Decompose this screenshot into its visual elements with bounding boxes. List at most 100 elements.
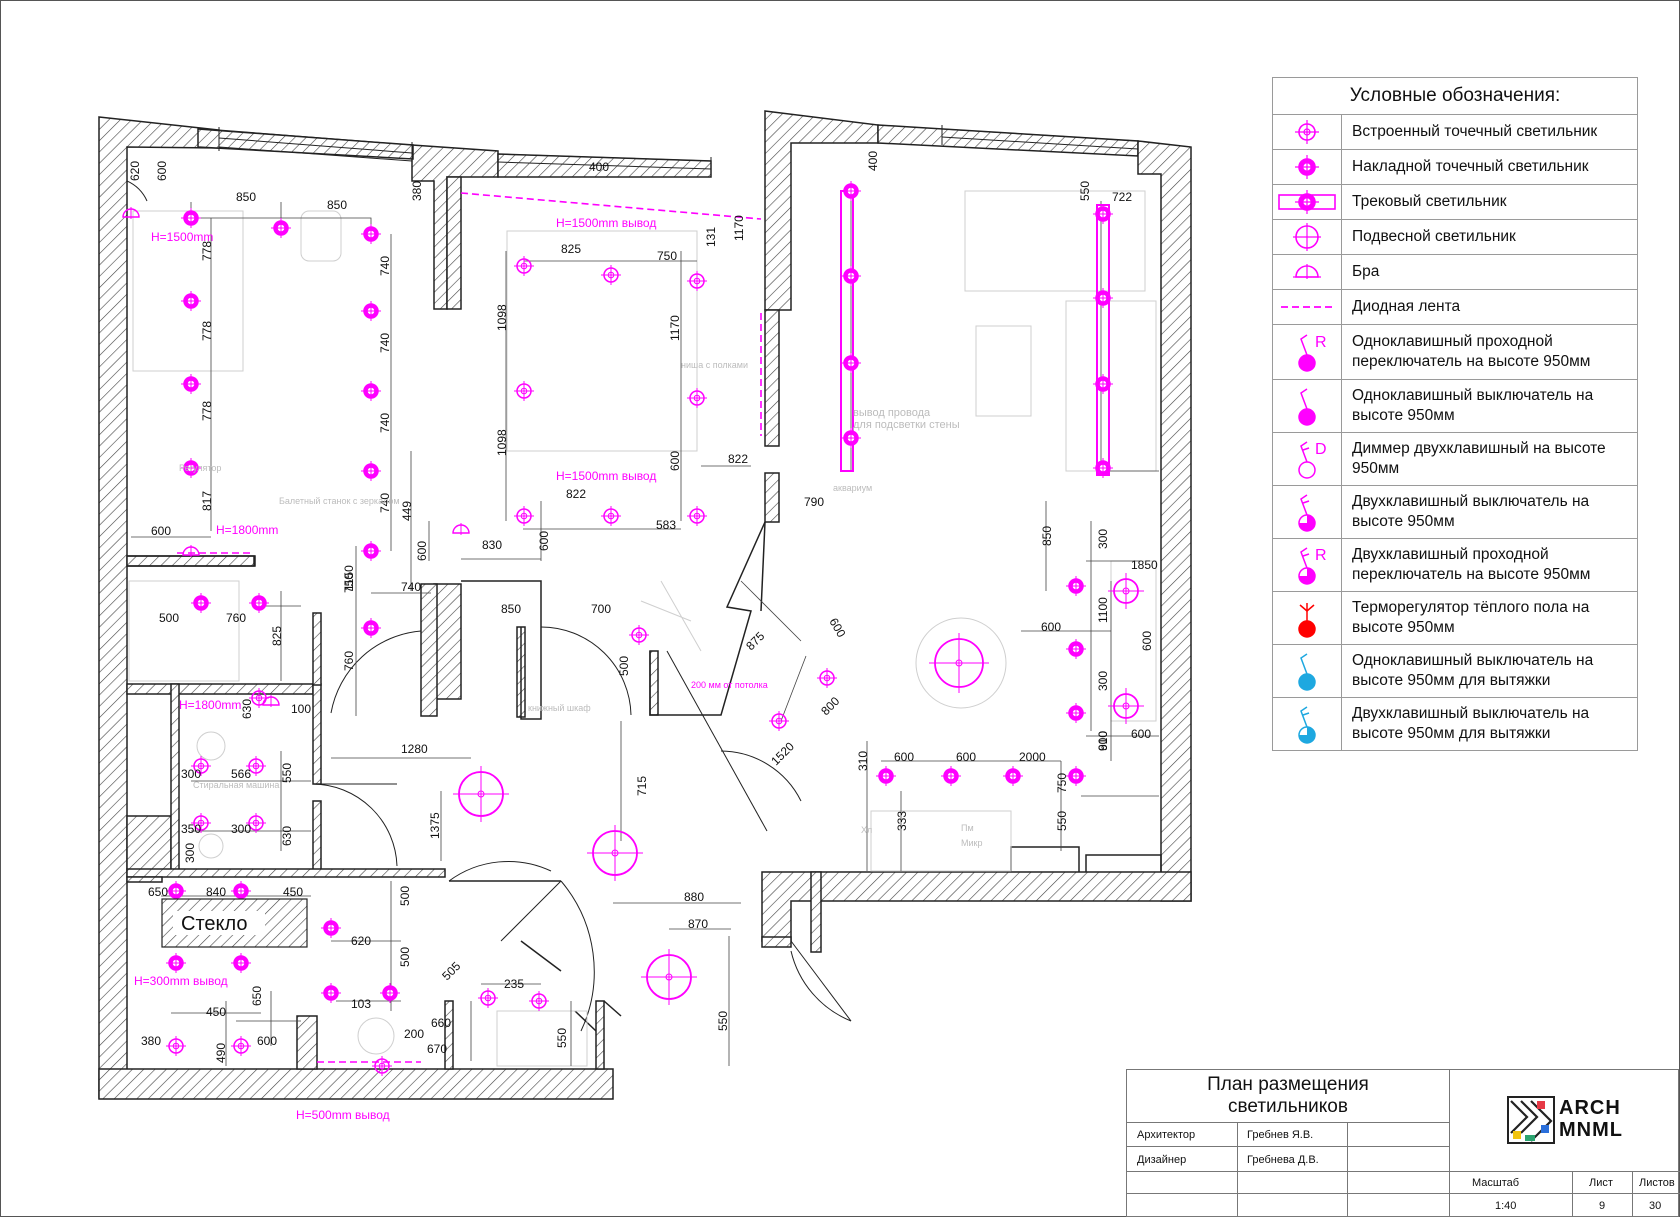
dimension-label: 300: [231, 822, 251, 836]
sheet-label: Лист: [1589, 1177, 1613, 1189]
pendant-light-icon: [641, 949, 697, 1005]
dimension-label: 1520: [768, 739, 797, 768]
wall-sconce-icon: [1273, 255, 1342, 289]
surface-spotlight-icon: [231, 881, 251, 901]
legend-label: Одноклавишный проходной переключатель на…: [1352, 333, 1591, 370]
legend: Условные обозначения: Встроенный точечны…: [1272, 77, 1638, 751]
surface-spotlight-icon: [361, 461, 381, 481]
grey-note: ниша с полками: [681, 360, 748, 370]
dimension-label: 1375: [428, 812, 442, 839]
dimension-label: 740: [378, 256, 392, 276]
dimension-label: 333: [895, 811, 909, 831]
designer-label: Дизайнер: [1137, 1154, 1187, 1166]
recessed-spotlight-icon: [687, 506, 707, 526]
scale-label: Масштаб: [1472, 1177, 1520, 1189]
dimension-label: 740: [378, 413, 392, 433]
dimension-label: 778: [200, 321, 214, 341]
single-switch-icon: [1273, 380, 1342, 432]
pendant-light-icon: [453, 766, 509, 822]
recessed-spotlight-icon: [231, 1036, 251, 1056]
surface-spotlight-icon: [166, 953, 186, 973]
architect-name: Гребнев Я.В.: [1247, 1129, 1314, 1141]
wall-sconce-icon: [452, 523, 470, 535]
legend-row: Встроенный точечный светильник: [1273, 115, 1637, 150]
recessed-spotlight-icon: [191, 813, 211, 833]
title-block: План размещения светильников Архитектор …: [1126, 1069, 1680, 1217]
legend-label: Подвесной светильник: [1352, 228, 1516, 245]
dimension-label: 566: [231, 767, 251, 781]
dimension-label: 760: [342, 651, 356, 671]
dimension-label: 700: [591, 602, 611, 616]
dimension-label: 550: [555, 1028, 569, 1048]
track-light-icon: [1273, 185, 1342, 219]
dimension-label: 450: [283, 885, 303, 899]
logo-line2: MNML: [1559, 1119, 1623, 1141]
surface-spotlight-icon: [841, 428, 861, 448]
legend-label: Одноклавишный выключатель на высоте 950м…: [1352, 387, 1594, 424]
surface-spotlight-icon: [361, 301, 381, 321]
recessed-spotlight-icon: [246, 813, 266, 833]
dimension-label: 350: [181, 822, 201, 836]
legend-label: Бра: [1352, 263, 1380, 280]
surface-spotlight-icon: [166, 881, 186, 901]
dimension-label: 500: [398, 886, 412, 906]
grey-note: Хл: [861, 825, 872, 835]
dimension-label: 800: [818, 694, 842, 718]
grey-note: для подсветки стены: [853, 419, 960, 431]
recessed-spotlight-icon: [514, 381, 534, 401]
dimension-label: 449: [400, 501, 414, 521]
recessed-spotlight-icon: [601, 506, 621, 526]
dimension-label: 500: [398, 947, 412, 967]
recessed-spotlight-icon: [478, 988, 498, 1008]
dimension-label: 600: [1140, 631, 1154, 651]
dimension-label: 400: [866, 151, 880, 171]
legend-label: Двухклавишный выключатель на высоте 950м…: [1352, 705, 1590, 742]
dimension-label: 550: [716, 1011, 730, 1031]
legend-label: Двухклавишный проходной переключатель на…: [1352, 546, 1591, 583]
double-passthrough-switch-icon: R: [1273, 539, 1342, 591]
surface-spotlight-icon: [1066, 639, 1086, 659]
dimension-label: 550: [1078, 181, 1092, 201]
dimension-label: 600: [155, 161, 169, 181]
surface-spotlight-icon: [361, 224, 381, 244]
dimension-label: 620: [351, 934, 371, 948]
surface-spotlight-icon: [1273, 150, 1342, 184]
magenta-note: 200 мм от потолка: [691, 680, 768, 690]
legend-label: Диодная лента: [1352, 298, 1461, 315]
dimension-label: 740: [401, 580, 421, 594]
legend-row: Трековый светильник: [1273, 185, 1637, 220]
hood-single-switch-icon: [1273, 645, 1342, 697]
surface-spotlight-icon: [361, 618, 381, 638]
dimension-label: 715: [635, 776, 649, 796]
light-fixtures: [122, 181, 1113, 1076]
legend-row: Терморегулятор тёплого пола на высоте 95…: [1273, 592, 1637, 645]
doors: [126, 180, 852, 1032]
legend-row: Накладной точечный светильник: [1273, 150, 1637, 185]
magenta-note: H=500mm вывод: [296, 1108, 390, 1122]
dimension-label: 500: [159, 611, 179, 625]
surface-spotlight-icon: [941, 766, 961, 786]
surface-spotlight-icon: [1093, 458, 1113, 478]
surface-spotlight-icon: [181, 208, 201, 228]
dimension-label: 310: [856, 751, 870, 771]
pendant-light-icon: [1108, 573, 1144, 609]
svg-text:R: R: [1315, 334, 1327, 351]
dimension-label: 1850: [1131, 558, 1158, 572]
arch-mnml-logo: ARCH MNML: [1507, 1095, 1629, 1145]
magenta-note: H=1800mm: [179, 698, 241, 712]
recessed-spotlight-icon: [191, 756, 211, 776]
pendant-lights: [453, 573, 1144, 1005]
track-lights: [840, 190, 1110, 476]
dimension-label: 910: [1096, 731, 1110, 751]
single-passthrough-switch-icon: R: [1273, 325, 1342, 379]
pendant-light-icon: [587, 825, 643, 881]
dimension-label: 600: [956, 750, 976, 764]
glass-label: Стекло: [181, 913, 248, 935]
dimension-label: 850: [236, 190, 256, 204]
pendant-light-icon: [929, 633, 989, 693]
surface-spotlight-icon: [876, 766, 896, 786]
dimension-label: 750: [342, 573, 356, 593]
dimension-label: 817: [200, 491, 214, 511]
dimension-label: 740: [378, 493, 392, 513]
